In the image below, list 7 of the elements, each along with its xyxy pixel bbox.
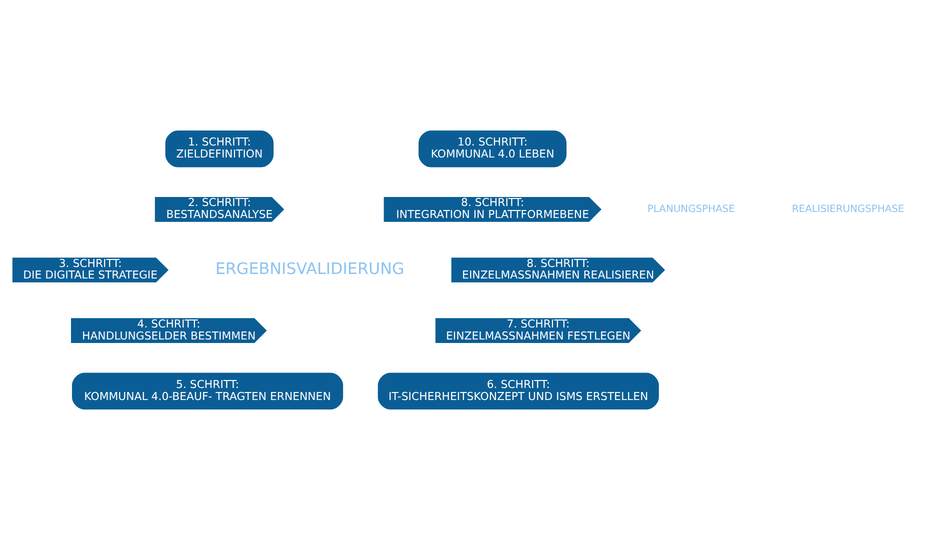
label: REALISIERUNGSPHASE xyxy=(792,204,904,215)
node-box: 5. SCHRITT: KOMMUNAL 4.0-BEAUF- TRAGTEN ERNENNEN xyxy=(72,372,344,410)
label: ERGEBNISVALIDIERUNG xyxy=(215,258,404,278)
node-box: 6. SCHRITT: IT-SICHERHEITSKONZEPT UND ISMS ERSTELLEN xyxy=(378,372,659,410)
node-box: 10. SCHRITT: KOMMUNAL 4.0 LEBEN xyxy=(418,130,567,168)
node-box: 1. SCHRITT: ZIELDEFINITION xyxy=(165,130,274,168)
label: PLANUNGSPHASE xyxy=(647,204,735,215)
